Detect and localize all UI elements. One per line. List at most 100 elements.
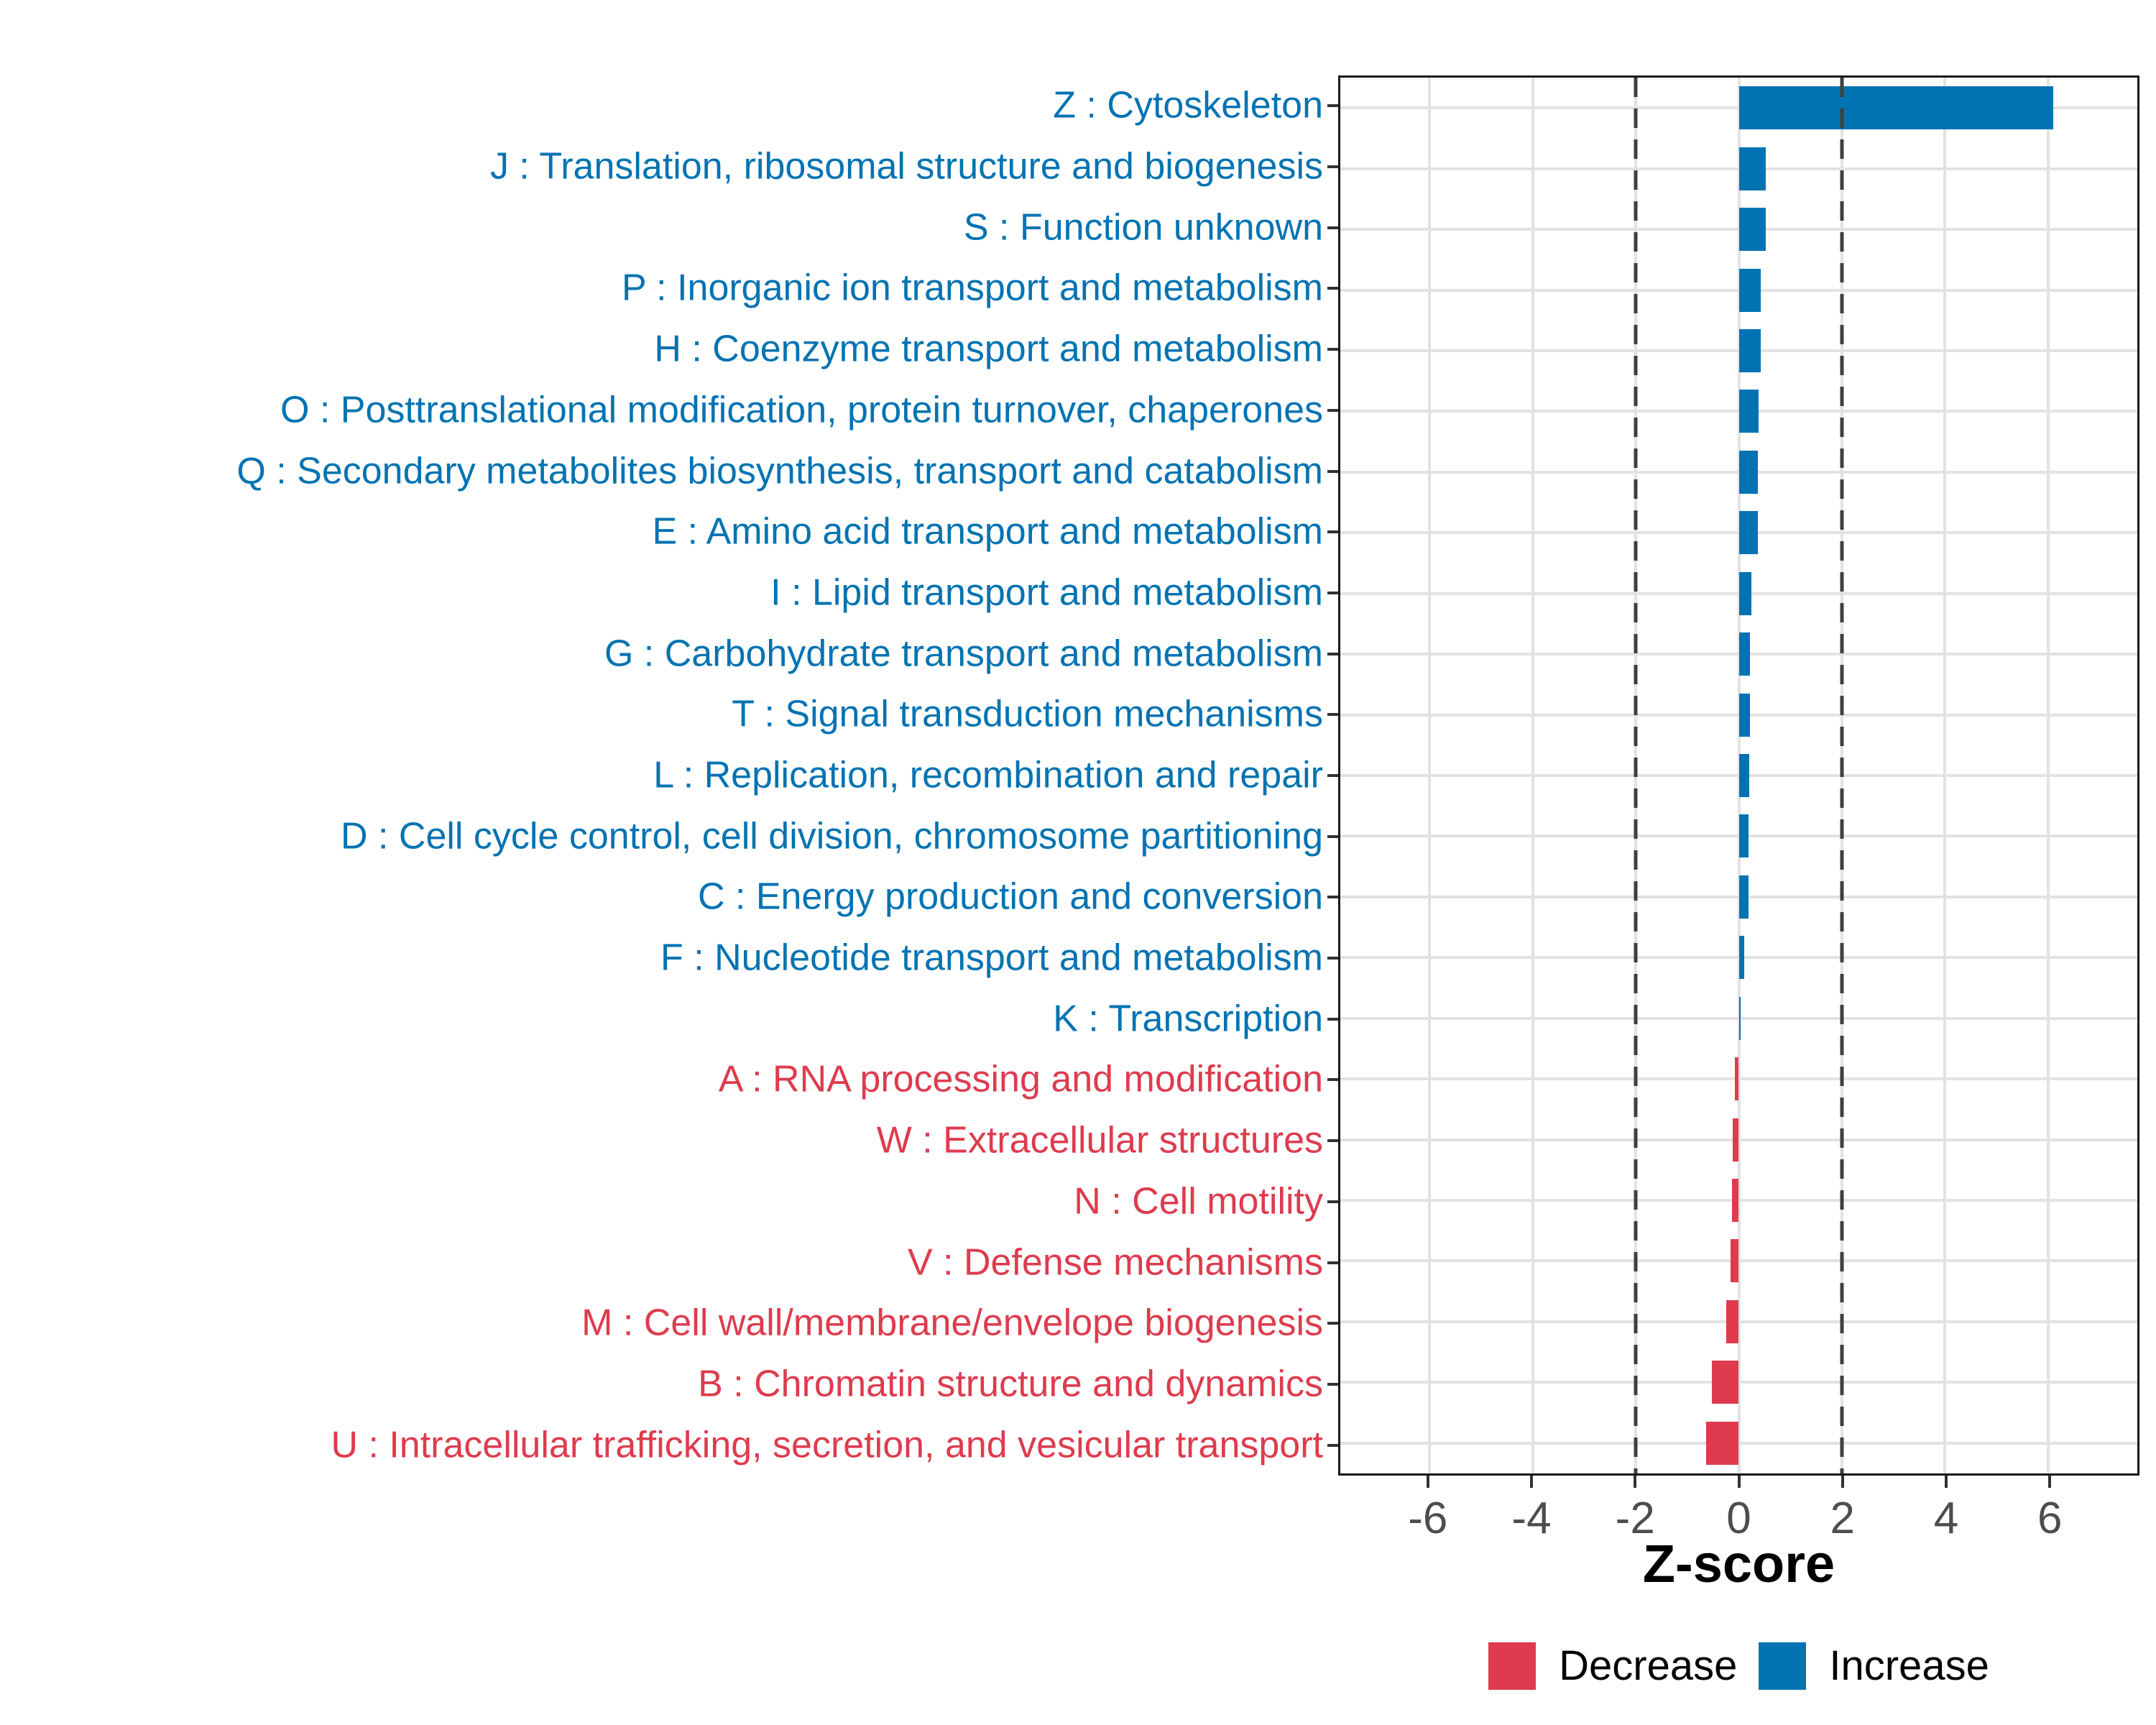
bar-o	[1738, 390, 1759, 433]
category-label: U : Intracellular trafficking, secretion…	[331, 1424, 1323, 1466]
x-axis-tick-label: 6	[2037, 1494, 2063, 1543]
legend: Decrease Increase	[1338, 1642, 2139, 1690]
bar-c	[1738, 875, 1749, 919]
category-label: P : Inorganic ion transport and metaboli…	[621, 267, 1323, 309]
x-axis-tick-label: 0	[1726, 1494, 1751, 1543]
category-label: J : Translation, ribosomal structure and…	[489, 145, 1323, 188]
legend-label-decrease: Decrease	[1559, 1642, 1738, 1689]
y-axis-tick	[1327, 713, 1338, 717]
bar-m	[1726, 1300, 1739, 1343]
category-label: O : Posttranslational modification, prot…	[280, 389, 1323, 431]
bar-d	[1738, 814, 1749, 858]
category-label: B : Chromatin structure and dynamics	[698, 1363, 1323, 1405]
bar-s	[1738, 208, 1766, 252]
v-gridline	[1943, 78, 1947, 1473]
category-label: E : Amino acid transport and metabolism	[652, 510, 1323, 553]
threshold-line-layer	[1340, 78, 2137, 1473]
category-label: Q : Secondary metabolites biosynthesis, …	[236, 449, 1323, 492]
threshold-dashed-line	[1840, 78, 1844, 1473]
y-axis-tick	[1327, 1382, 1338, 1386]
y-axis-tick	[1327, 287, 1338, 290]
category-label: D : Cell cycle control, cell division, c…	[341, 815, 1323, 857]
y-axis-tick	[1327, 530, 1338, 534]
y-axis-tick	[1327, 1017, 1338, 1021]
legend-swatch-increase-icon	[1759, 1642, 1807, 1690]
legend-item-increase: Increase	[1759, 1642, 1989, 1690]
category-label: C : Energy production and conversion	[697, 875, 1323, 918]
bar-w	[1732, 1118, 1739, 1162]
y-axis-tick	[1327, 1443, 1338, 1447]
y-axis-tick	[1327, 652, 1338, 656]
y-axis-tick	[1327, 226, 1338, 229]
x-axis-tick	[2048, 1476, 2052, 1488]
x-axis-tick	[1944, 1476, 1948, 1488]
category-label: F : Nucleotide transport and metabolism	[660, 937, 1323, 979]
x-axis-tick-label: 4	[1933, 1494, 1959, 1543]
bar-z	[1738, 86, 2054, 130]
bar-k	[1738, 996, 1741, 1040]
bar-i	[1738, 571, 1752, 615]
x-axis-tick-label: -2	[1615, 1494, 1655, 1543]
y-axis-tick	[1327, 408, 1338, 412]
category-label: L : Replication, recombination and repai…	[653, 754, 1323, 796]
bar-p	[1738, 268, 1761, 312]
y-axis-tick	[1327, 896, 1338, 899]
bar-f	[1738, 936, 1745, 980]
bar-v	[1731, 1239, 1739, 1283]
x-axis-tick	[1841, 1476, 1844, 1488]
bar-e	[1738, 511, 1759, 555]
category-label: T : Signal transduction mechanisms	[732, 693, 1323, 735]
bar-l	[1738, 754, 1749, 797]
category-label: W : Extracellular structures	[876, 1119, 1323, 1162]
y-axis-tick	[1327, 104, 1338, 108]
x-axis-tick	[1426, 1476, 1429, 1488]
bar-j	[1738, 147, 1766, 190]
bar-a	[1735, 1057, 1739, 1101]
category-label: H : Coenzyme transport and metabolism	[654, 328, 1323, 370]
bar-t	[1738, 693, 1750, 737]
v-gridline	[1531, 78, 1534, 1473]
category-label: K : Transcription	[1053, 998, 1323, 1040]
x-axis-tick	[1737, 1476, 1741, 1488]
category-label: M : Cell wall/membrane/envelope biogenes…	[581, 1302, 1323, 1344]
y-axis-tick	[1327, 1139, 1338, 1143]
y-axis-tick	[1327, 469, 1338, 473]
x-axis-tick-label: -6	[1408, 1494, 1448, 1543]
x-axis-ticks	[1338, 1476, 2139, 1488]
x-axis-title: Z-score	[1642, 1534, 1835, 1593]
y-axis-tick	[1327, 348, 1338, 351]
y-axis-tick	[1327, 1078, 1338, 1082]
y-axis-tick	[1327, 774, 1338, 777]
category-label: A : RNA processing and modification	[718, 1058, 1323, 1100]
category-label: V : Defense mechanisms	[907, 1241, 1323, 1283]
v-gridline	[1428, 78, 1432, 1473]
x-axis-tick-label: 2	[1830, 1494, 1855, 1543]
legend-label-increase: Increase	[1829, 1642, 1989, 1689]
y-axis-tick	[1327, 957, 1338, 960]
bar-layer	[1340, 78, 2137, 1473]
bar-b	[1712, 1361, 1739, 1404]
y-axis-tick	[1327, 165, 1338, 169]
y-axis-ticks	[1327, 75, 1338, 1476]
bar-u	[1705, 1421, 1739, 1465]
category-label: I : Lipid transport and metabolism	[770, 571, 1323, 614]
x-axis-tick	[1530, 1476, 1533, 1488]
threshold-dashed-line	[1634, 78, 1638, 1473]
y-axis-tick	[1327, 1322, 1338, 1325]
y-axis-tick	[1327, 1261, 1338, 1264]
v-gridline	[2046, 78, 2050, 1473]
bar-h	[1738, 328, 1761, 372]
bar-g	[1738, 632, 1750, 676]
category-label: S : Function unknown	[963, 206, 1323, 249]
bar-q	[1738, 450, 1759, 494]
category-label: G : Carbohydrate transport and metabolis…	[604, 632, 1323, 674]
legend-swatch-decrease-icon	[1488, 1642, 1537, 1690]
y-axis-tick	[1327, 591, 1338, 594]
plot-panel	[1338, 75, 2139, 1476]
y-axis-tick	[1327, 1200, 1338, 1203]
y-axis-tick	[1327, 834, 1338, 838]
bar-n	[1732, 1179, 1739, 1223]
